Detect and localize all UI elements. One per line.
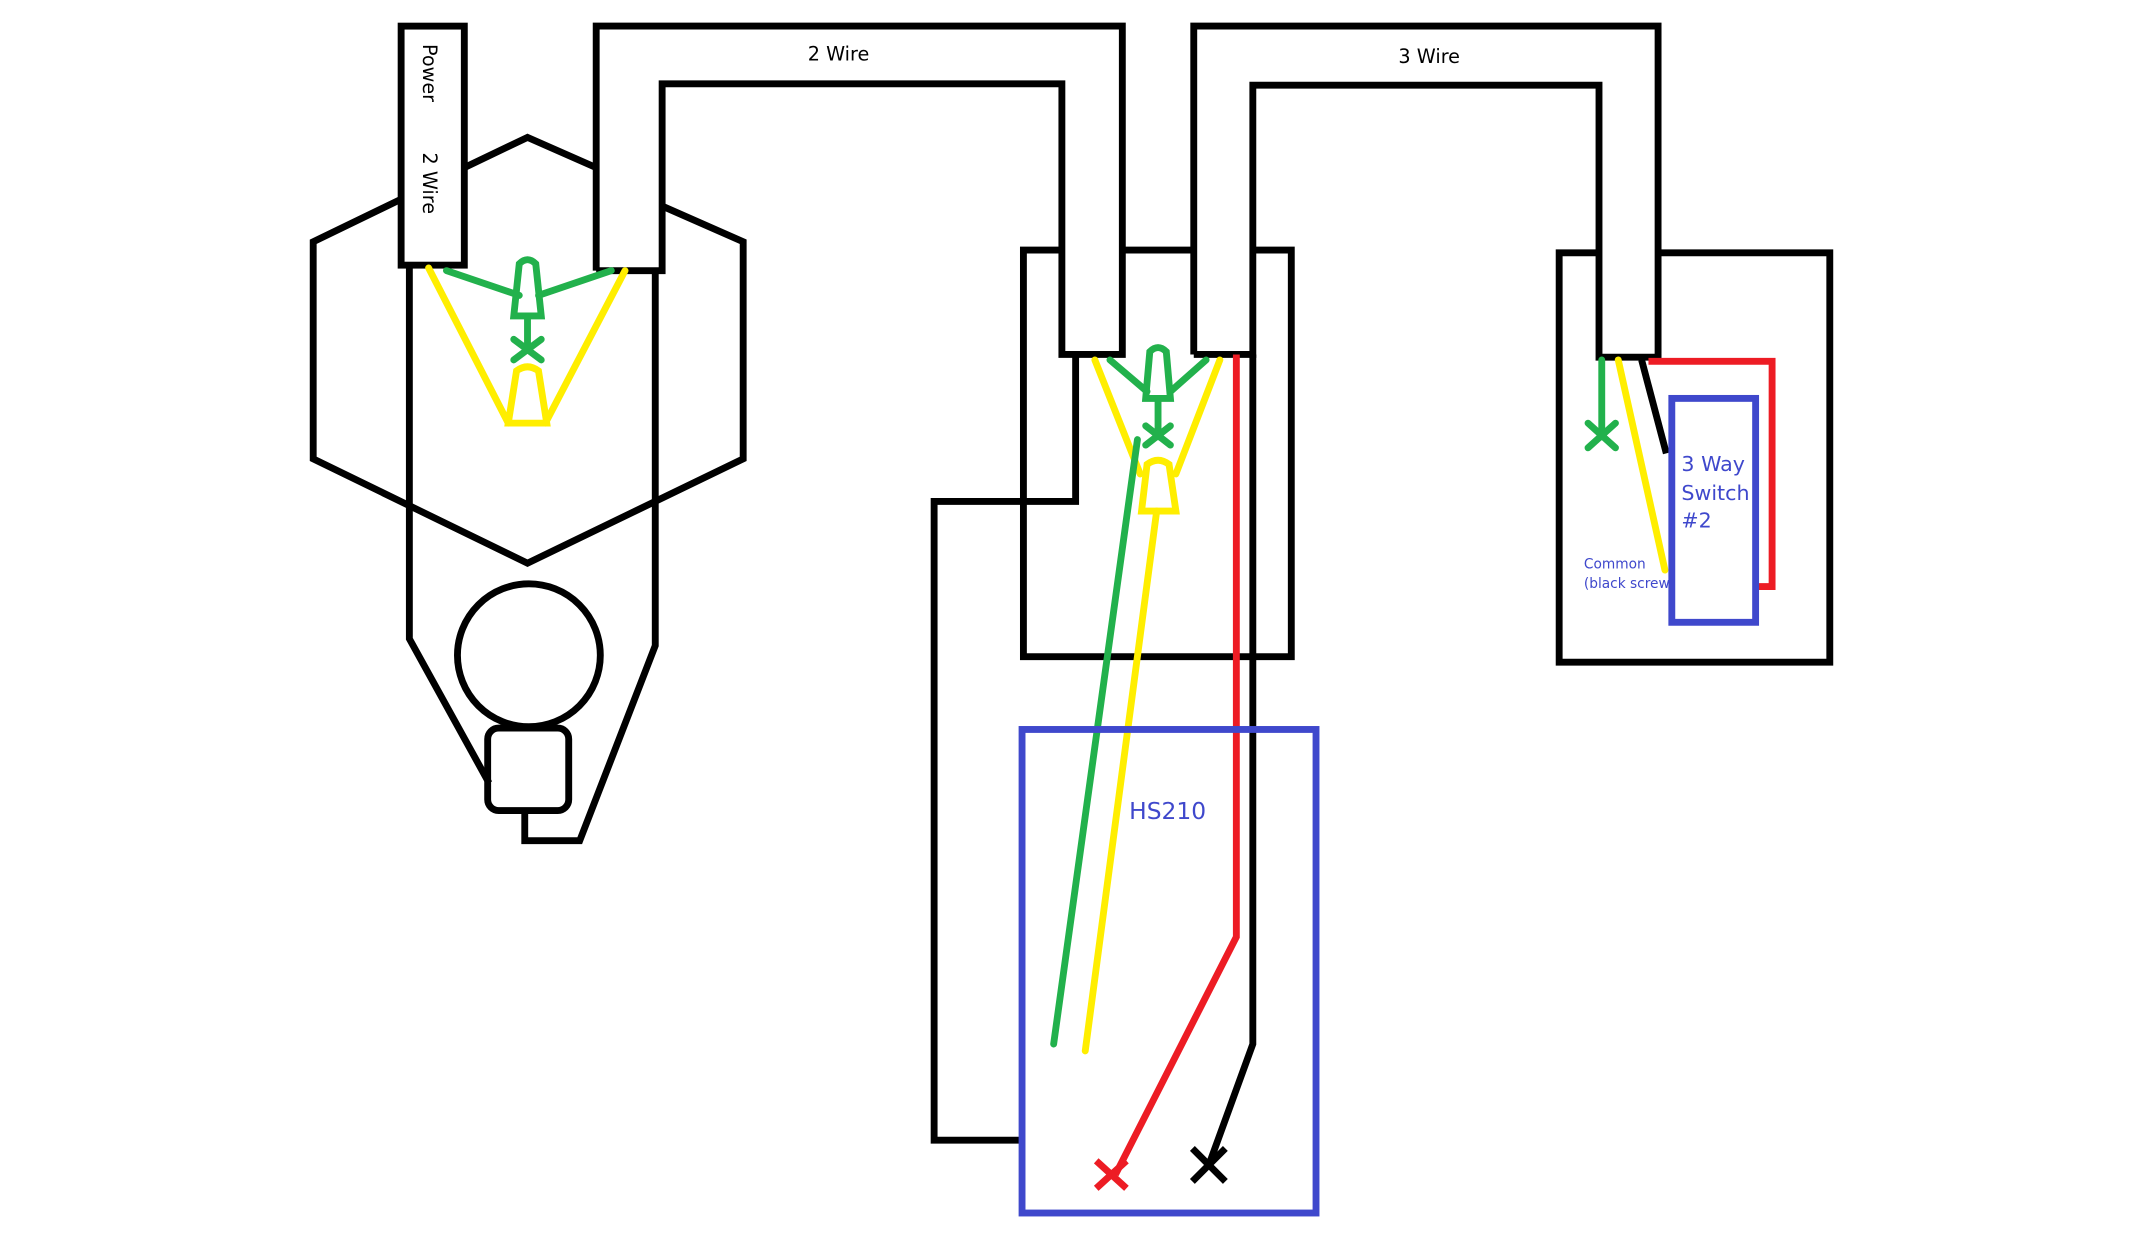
fixture-hexagon-top [462, 133, 598, 171]
conduit-3-wire-label: 3 Wire [1398, 45, 1460, 68]
hs210-label: HS210 [1129, 797, 1206, 825]
common-label-line2: (black screw [1584, 576, 1670, 592]
switch-label-line1: 3 Way [1681, 452, 1745, 476]
conduit-2-wire-label: 2 Wire [808, 42, 870, 65]
light-fixture [309, 133, 747, 845]
box2-wiring [1584, 356, 1776, 591]
neutral-wire-nut [1137, 456, 1180, 515]
fixture-body-right [521, 270, 659, 845]
ground-cap-x [510, 335, 545, 364]
power-cable: Power 2 Wire [397, 22, 468, 269]
power-label: Power [418, 44, 441, 102]
box1-wiring [930, 344, 1257, 1191]
switch-label-line2: Switch [1681, 481, 1749, 505]
switch-label-line3: #2 [1681, 509, 1711, 533]
conduit-3-wire: 3 Wire [1190, 22, 1662, 361]
ground-cap-x [1142, 422, 1174, 449]
bulb-base [484, 724, 573, 814]
fixture-hexagon [309, 196, 747, 568]
neutral-wire-nut [504, 363, 551, 427]
switch-box-1 [1019, 246, 1295, 661]
bulb [454, 580, 604, 731]
load-wire [930, 354, 1080, 1144]
hs210-neutral-wire [1081, 507, 1161, 1055]
switch-box-2 [1555, 249, 1834, 666]
ground-cap-x [1584, 419, 1619, 452]
ground-wire-nut [509, 256, 546, 320]
hs210-ground-wire [1050, 436, 1141, 1048]
conduit-2-wire: 2 Wire [592, 22, 1126, 358]
hs210-device: HS210 [1018, 726, 1320, 1217]
traveler-wire [1112, 354, 1240, 1177]
line-terminal-x [1189, 1146, 1228, 1184]
common-label-line1: Common [1584, 557, 1646, 573]
fixture-body-left [405, 265, 493, 785]
power-wire-label: 2 Wire [418, 153, 441, 215]
line-wire [1205, 354, 1257, 1167]
ground-wire-nut [1141, 344, 1175, 402]
traveler-terminal-x [1093, 1158, 1129, 1191]
fixture-wiring [425, 256, 629, 427]
three-way-switch: 3 Way Switch #2 Common (black screw [1584, 394, 1760, 626]
